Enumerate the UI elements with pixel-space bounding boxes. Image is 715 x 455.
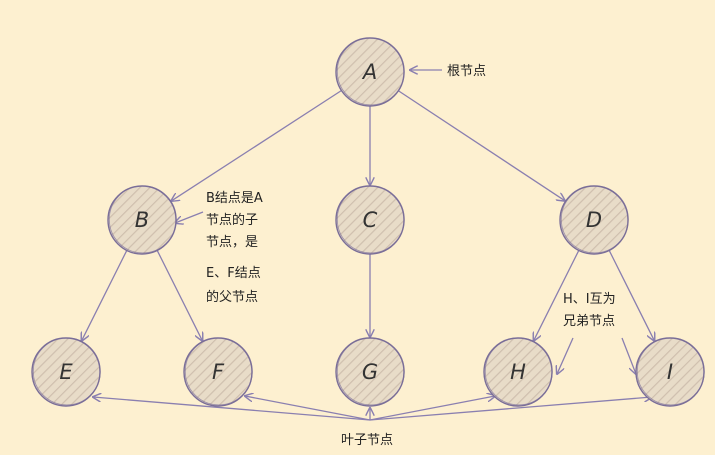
parent-child-line-2: 节点的子 xyxy=(206,212,258,228)
node-label: B xyxy=(135,208,149,232)
node-i: I xyxy=(635,337,705,407)
edge-a-b xyxy=(171,89,342,201)
sibling-annotation-arrow-h xyxy=(557,337,574,374)
node-f: F xyxy=(183,337,253,407)
edge-d-h xyxy=(534,250,580,340)
sibling-line-2: 兄弟节点 xyxy=(563,314,615,329)
node-b: B xyxy=(107,185,177,255)
node-outline xyxy=(636,337,705,406)
parent-child-line-4: E、F结点 xyxy=(206,266,261,281)
edge-d-i xyxy=(608,250,654,340)
edge-b-f xyxy=(156,250,202,340)
leaf-annotation-arrow-i xyxy=(369,397,652,421)
edge-a-d xyxy=(398,90,564,201)
root-annotation: 根节点 xyxy=(447,64,486,79)
node-outline xyxy=(108,185,177,254)
node-outline xyxy=(560,185,629,254)
parent-child-line-3: 节点，是 xyxy=(206,235,258,250)
node-d: D xyxy=(559,185,629,255)
edges-layer xyxy=(82,89,655,341)
node-label: A xyxy=(361,60,377,84)
annotation-arrows xyxy=(93,70,652,421)
node-g: G xyxy=(335,337,405,407)
node-c: C xyxy=(335,185,405,255)
node-label: E xyxy=(59,360,73,384)
node-outline xyxy=(336,37,405,106)
node-outline xyxy=(184,337,253,406)
sibling-annotation: H、I互为 兄弟节点 xyxy=(563,292,620,329)
parent-child-line-5: 的父节点 xyxy=(206,289,258,305)
node-label: D xyxy=(586,208,602,232)
nodes-layer: A B C D E F G H I xyxy=(31,37,705,407)
sibling-line-1: H、I互为 xyxy=(563,292,616,307)
leaf-annotation-arrow-e xyxy=(93,397,371,421)
parent-child-annotation: B结点是A 节点的子 节点，是 E、F结点 的父节点 xyxy=(206,191,267,305)
node-outline xyxy=(336,337,405,406)
node-e: E xyxy=(31,337,101,407)
parent-child-line-1: B结点是A xyxy=(206,191,263,206)
node-outline xyxy=(32,337,101,406)
sibling-annotation-arrow-i xyxy=(621,337,636,374)
node-label: G xyxy=(362,360,378,384)
node-outline xyxy=(484,337,553,406)
node-label: C xyxy=(363,208,378,232)
node-outline xyxy=(336,185,405,254)
leaf-annotation: 叶子节点 xyxy=(341,433,393,448)
node-label: I xyxy=(667,360,673,384)
parent-annotation-arrow xyxy=(175,211,204,223)
node-h: H xyxy=(483,337,553,407)
node-label: F xyxy=(212,360,225,384)
node-a: A xyxy=(335,37,405,107)
edge-b-e xyxy=(82,250,128,340)
node-label: H xyxy=(510,360,526,384)
leaf-annotation-arrow-h xyxy=(369,396,495,421)
leaf-annotation-arrow-f xyxy=(245,396,371,421)
